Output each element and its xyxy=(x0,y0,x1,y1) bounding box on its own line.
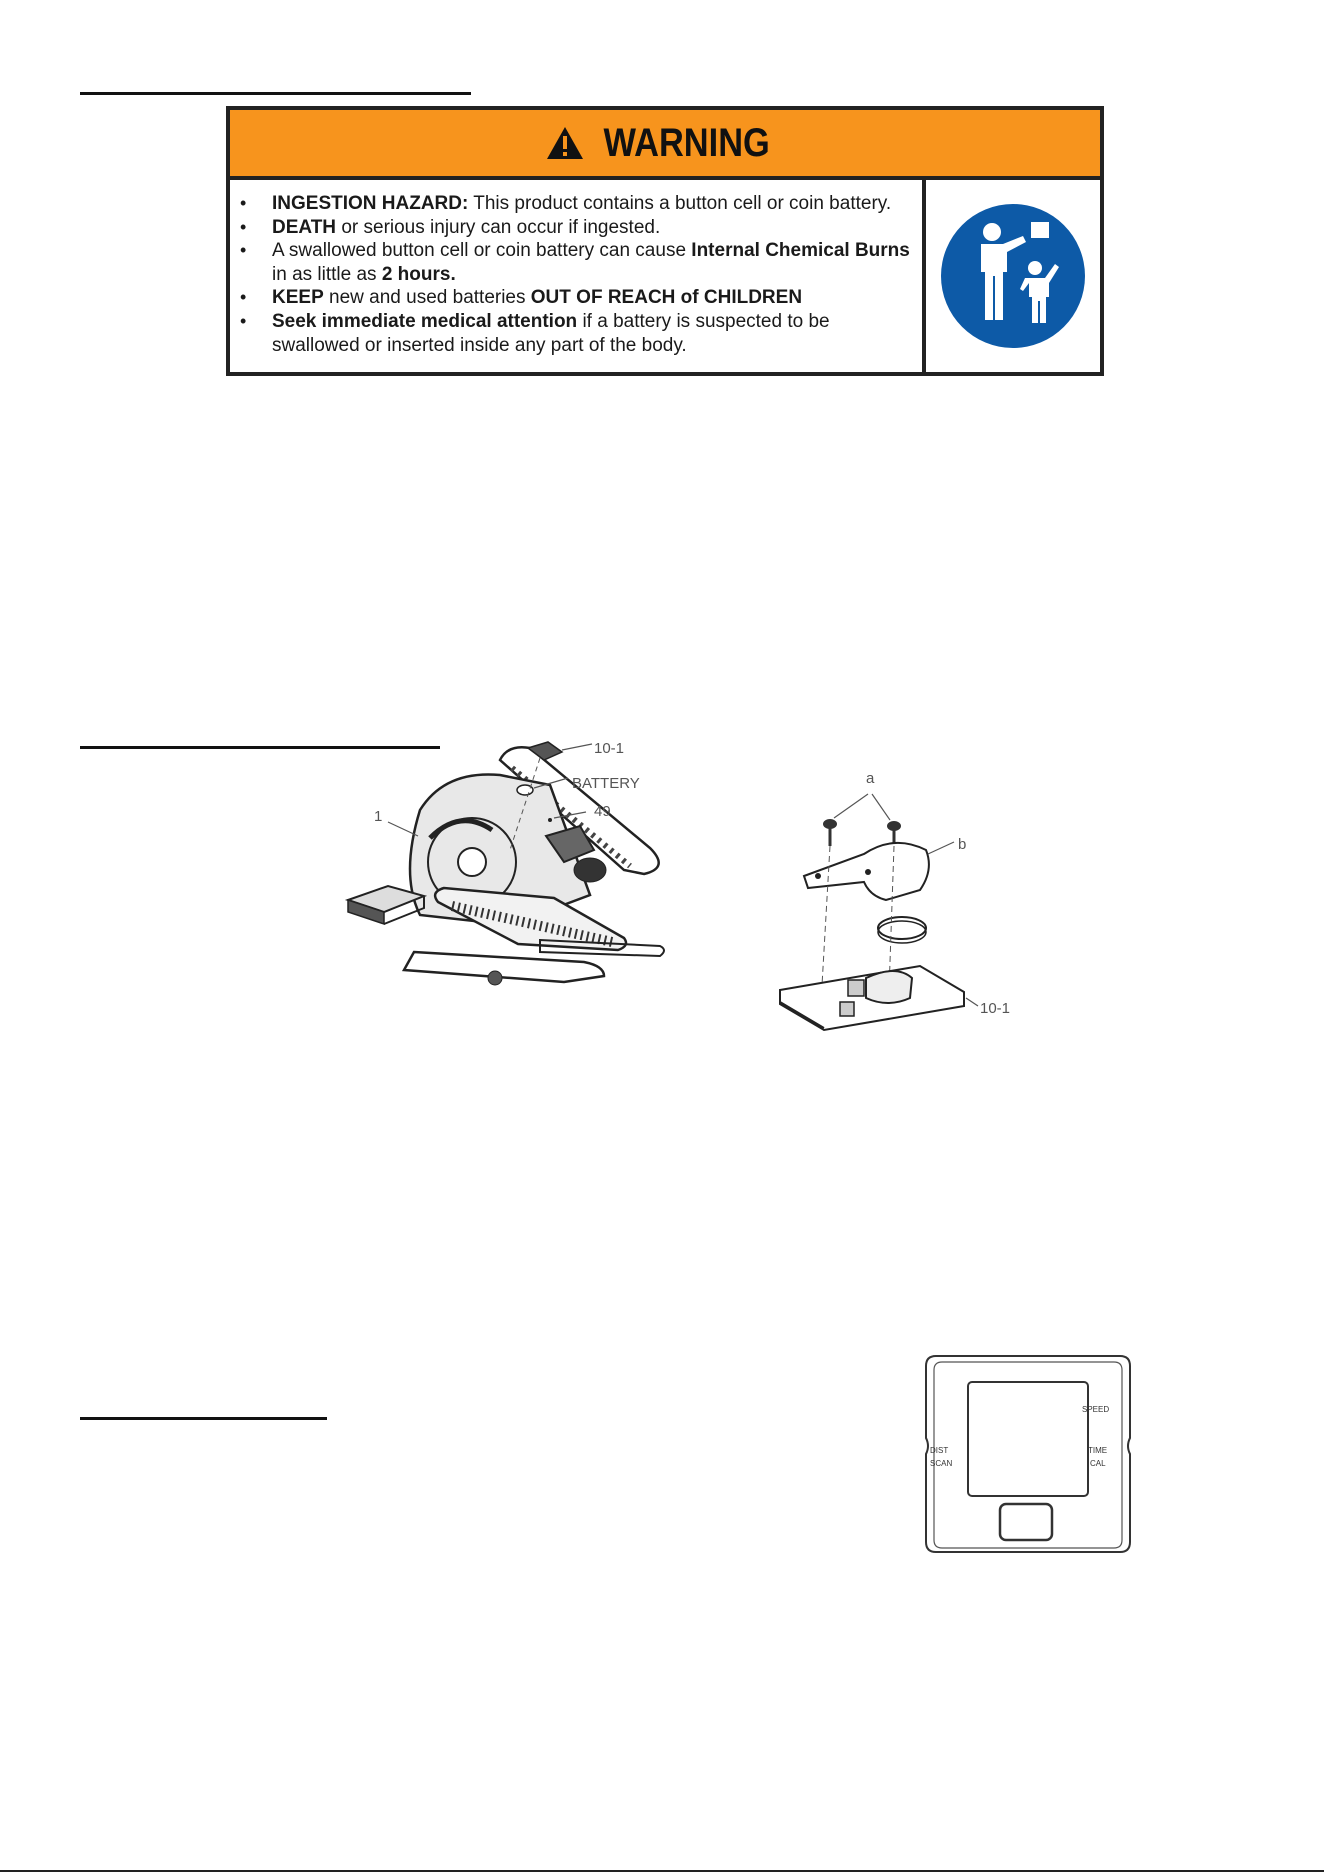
battery-warning-label: WARNING INGESTION HAZARD: This product c… xyxy=(226,106,1104,376)
elliptical-battery-location-diagram xyxy=(344,741,665,986)
warning-item: A swallowed button cell or coin battery … xyxy=(230,239,922,286)
warning-item: KEEP new and used batteries OUT OF REACH… xyxy=(230,286,922,310)
console-label-scan: SCAN xyxy=(930,1459,953,1468)
warning-header: WARNING xyxy=(230,110,1100,180)
console-label-dist: DIST xyxy=(930,1446,949,1455)
console-label-time: TIME xyxy=(1088,1446,1108,1455)
label-49: 49 xyxy=(594,803,611,820)
label-10-1-bottom: 10-1 xyxy=(980,1000,1011,1017)
section-heading-rule-3 xyxy=(80,1417,327,1420)
lcd-screen xyxy=(967,1381,1089,1497)
warning-item: DEATH or serious injury can occur if ing… xyxy=(230,216,922,240)
warning-item: Seek immediate medical attention if a ba… xyxy=(230,310,922,357)
label-10-1-top: 10-1 xyxy=(594,740,625,757)
page-bottom-rule xyxy=(0,1870,1324,1872)
warning-title: WARNING xyxy=(603,120,771,165)
keep-out-of-reach-of-children-icon xyxy=(941,204,1085,348)
mode-button xyxy=(998,1502,1054,1542)
console-display-diagram xyxy=(925,1355,1131,1553)
screw-icon xyxy=(823,819,837,846)
console-label-cal: CAL xyxy=(1090,1459,1106,1468)
console-label-speed: SPEED xyxy=(1082,1405,1110,1414)
label-battery: BATTERY xyxy=(572,775,640,792)
warning-pictogram xyxy=(926,180,1100,372)
section-heading-rule-2 xyxy=(80,746,440,749)
warning-item: INGESTION HAZARD: This product contains … xyxy=(230,192,922,216)
section-heading-rule-1 xyxy=(80,92,471,95)
label-a: a xyxy=(866,770,875,787)
label-1: 1 xyxy=(374,808,383,825)
warning-text-panel: INGESTION HAZARD: This product contains … xyxy=(230,180,926,372)
label-b: b xyxy=(958,836,967,853)
battery-cover-exploded-diagram xyxy=(779,793,979,1032)
warning-triangle-icon xyxy=(547,127,584,159)
